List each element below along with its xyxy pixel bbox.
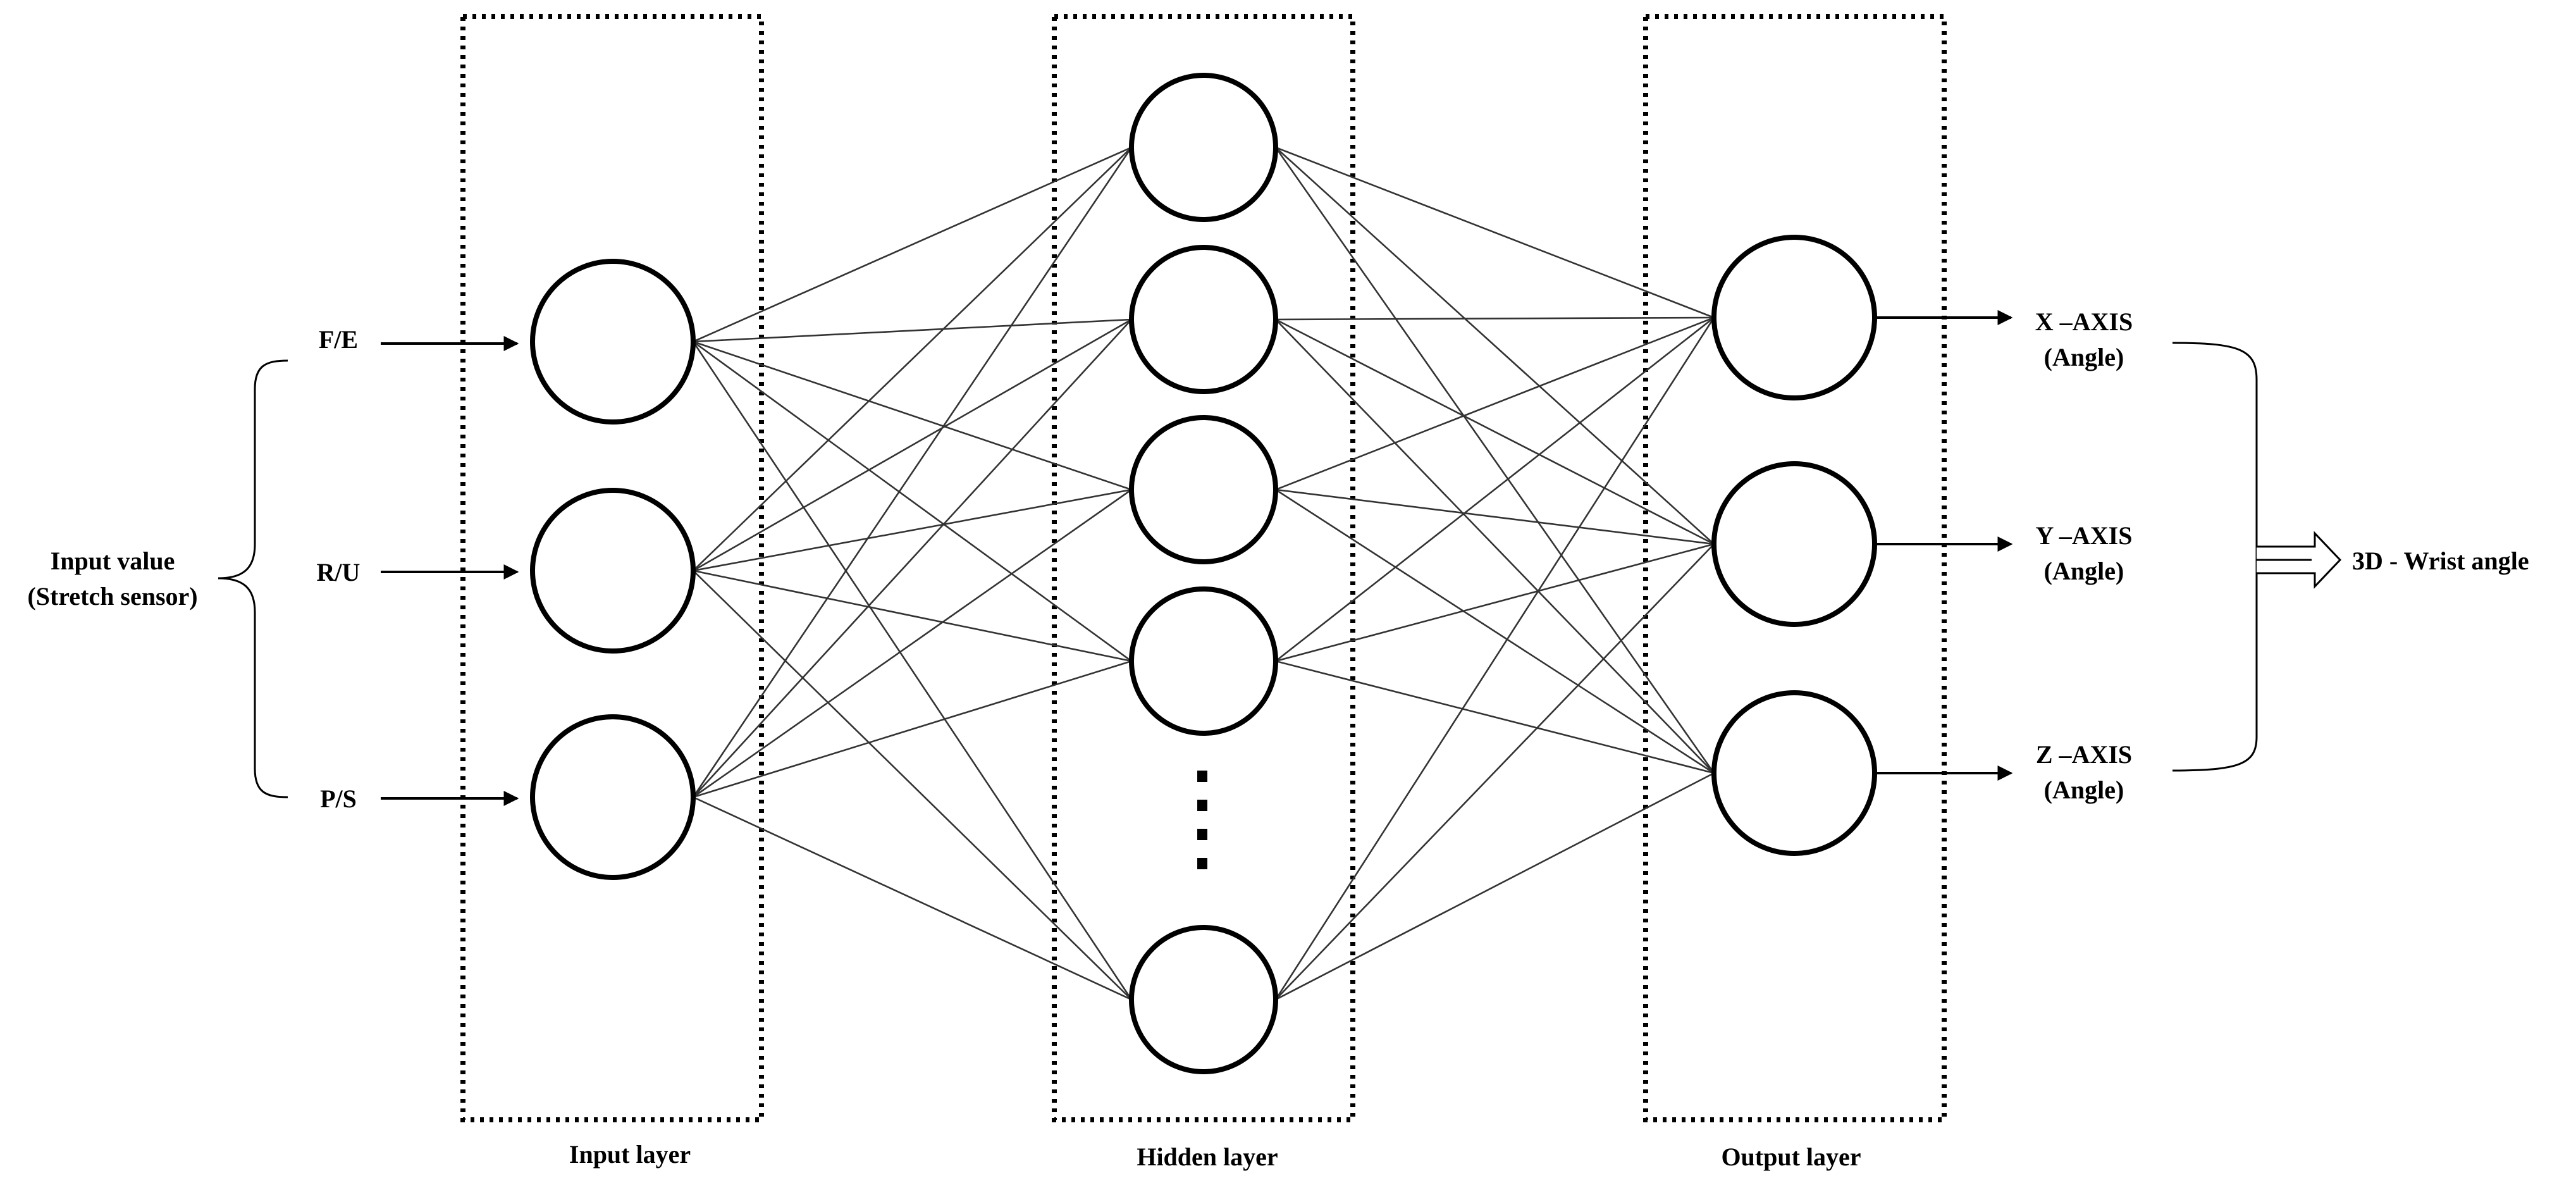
connection-line (1275, 316, 1715, 491)
connection-line (693, 147, 1132, 571)
output-label-z-axis: Z –AXIS (2036, 740, 2132, 769)
result-label: 3D - Wrist angle (2352, 547, 2529, 575)
hidden-layer-box (1052, 14, 1355, 1122)
input-node (530, 259, 696, 425)
connection-line (693, 340, 1132, 491)
connection-line (1274, 317, 1715, 1000)
connection-line (693, 318, 1132, 343)
connection-line (1275, 146, 1715, 319)
hidden-node (1129, 415, 1278, 564)
connection-line (693, 319, 1132, 798)
connection-line (1275, 488, 1715, 545)
output-label-x-unit: (Angle) (2044, 343, 2124, 371)
connection-line (693, 488, 1132, 572)
output-node (1711, 235, 1877, 400)
connection-line (1275, 316, 1715, 321)
connection-line (1275, 660, 1715, 774)
connection-line (693, 488, 1132, 798)
connection-line (693, 318, 1132, 572)
output-layer-label: Output layer (1721, 1143, 1861, 1171)
connections (692, 146, 1715, 1001)
input-group-label-line2: (Stretch sensor) (27, 582, 197, 611)
output-node (1711, 690, 1877, 856)
hidden-node (1129, 586, 1278, 736)
connection-line (1275, 147, 1715, 545)
connection-line (1274, 147, 1715, 774)
input-layer-box (460, 14, 764, 1122)
connection-line (1275, 319, 1715, 774)
input-label-ru: R/U (317, 558, 361, 586)
connection-line (1275, 543, 1715, 662)
input-node (530, 488, 696, 654)
connection-line (693, 660, 1132, 798)
hidden-node (1129, 245, 1278, 394)
output-label-y-unit: (Angle) (2044, 557, 2124, 585)
input-node (530, 714, 696, 880)
connection-line (1275, 543, 1715, 1000)
hidden-layer-label: Hidden layer (1137, 1143, 1278, 1171)
hidden-node (1129, 925, 1278, 1074)
output-layer-box (1643, 14, 1947, 1122)
connection-line (1275, 316, 1715, 662)
output-label-z-unit: (Angle) (2044, 776, 2124, 804)
hidden-node (1129, 73, 1278, 222)
input-group-label-line1: Input value (51, 547, 175, 575)
output-label-y-axis: Y –AXIS (2036, 521, 2133, 550)
output-label-x-axis: X –AXIS (2035, 307, 2133, 336)
hidden-ellipsis (1197, 771, 1207, 869)
connection-line (693, 340, 1132, 662)
output-group-brace (2172, 342, 2258, 772)
connection-line (693, 570, 1132, 1000)
connection-line (693, 146, 1132, 343)
input-group-brace (218, 359, 288, 798)
output-node (1711, 461, 1877, 627)
connection-line (693, 796, 1132, 1001)
connection-line (1275, 488, 1715, 774)
connection-line (692, 341, 1133, 1000)
input-layer-label: Input layer (569, 1140, 691, 1169)
connection-line (1275, 772, 1715, 1001)
connection-line (1275, 318, 1715, 545)
input-label-ps: P/S (320, 784, 357, 813)
input-label-fe: F/E (319, 325, 358, 354)
connection-line (692, 147, 1133, 798)
connection-line (693, 569, 1132, 662)
